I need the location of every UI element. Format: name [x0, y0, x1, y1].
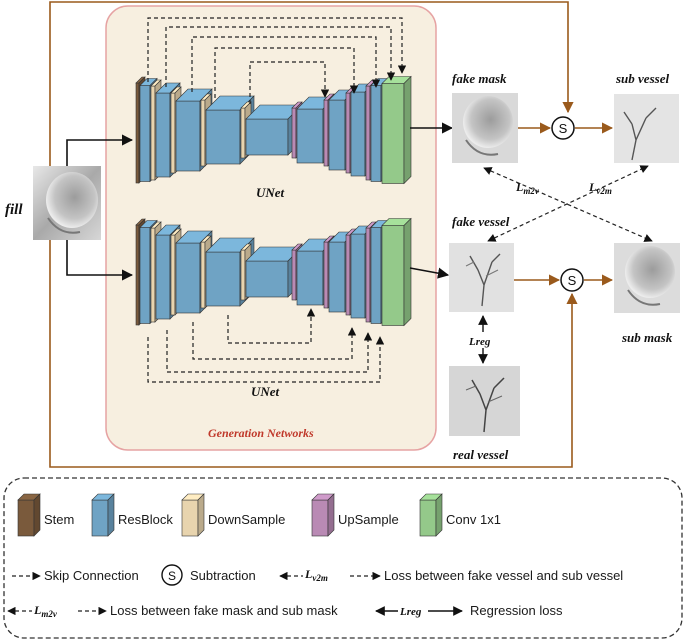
- unet-block-conv-18: [381, 75, 412, 185]
- legend-block-label-0: Stem: [44, 512, 74, 527]
- real-vessel-image: [449, 366, 520, 436]
- legend-lm2v-desc: Loss between fake mask and sub mask: [110, 603, 338, 618]
- fake-vessel-image: [449, 243, 514, 312]
- lm2v-label: Lm2v: [515, 180, 540, 196]
- sub-mask-image: [614, 243, 680, 313]
- legend-subtraction-label: Subtraction: [190, 568, 256, 583]
- feedback-line-top: [49, 1, 574, 166]
- fake-vessel-label: fake vessel: [452, 214, 510, 229]
- skip-connections-top: [147, 17, 407, 104]
- legend-subtraction-symbol: S: [168, 569, 176, 583]
- legend-swatch-3: [311, 493, 335, 537]
- fill-label: fill: [5, 202, 23, 218]
- subtraction-operator-bottom: [560, 268, 584, 292]
- sub-vessel-label: sub vessel: [615, 71, 669, 86]
- legend-box: [3, 477, 683, 639]
- legend-lv2m-desc: Loss between fake vessel and sub vessel: [384, 568, 623, 583]
- subtraction-symbol-top: S: [559, 121, 568, 136]
- legend-lv2m-symbol: Lv2m: [304, 567, 328, 583]
- legend-blocks: Stem ResBlock DownSample UpSample Conv 1x1: [17, 493, 501, 537]
- legend-lreg-symbol: Lreg: [399, 606, 422, 618]
- unet-block-conv-18: [381, 217, 412, 327]
- legend-block-label-4: Conv 1x1: [446, 512, 501, 527]
- legend-swatch-1: [91, 493, 115, 537]
- skip-connections-bottom: [147, 308, 385, 383]
- lv2m-arrow: [487, 165, 649, 242]
- feedback-line-bottom: [49, 240, 578, 468]
- unet-top-label: UNet: [256, 185, 285, 200]
- real-vessel-label: real vessel: [453, 447, 509, 462]
- fill-image: [33, 166, 101, 240]
- legend-block-label-2: DownSample: [208, 512, 285, 527]
- legend-skip-label: Skip Connection: [44, 568, 139, 583]
- subtraction-operator-top: [551, 116, 575, 140]
- legend-block-label-3: UpSample: [338, 512, 399, 527]
- lreg-label: Lreg: [468, 336, 491, 348]
- lm2v-arrow: [483, 167, 653, 242]
- unet-block-res-7: [205, 95, 255, 165]
- lv2m-label: Lv2m: [588, 180, 612, 196]
- fake-mask-label: fake mask: [452, 71, 507, 86]
- unet-bottom-output-arrow: [409, 267, 450, 279]
- unet-bottom-label: UNet: [251, 384, 280, 399]
- legend-lm2v-symbol: Lm2v: [33, 603, 58, 619]
- legend-swatch-0: [17, 493, 41, 537]
- subtraction-symbol-bottom: S: [568, 273, 577, 288]
- input-arrow-top: [66, 134, 134, 166]
- legend-swatch-4: [419, 493, 443, 537]
- input-arrow-bottom: [66, 240, 134, 281]
- unet-bottom: [135, 217, 412, 327]
- legend-swatch-2: [181, 493, 205, 537]
- legend-block-label-1: ResBlock: [118, 512, 173, 527]
- legend-lreg-desc: Regression loss: [470, 603, 563, 618]
- legend-subtraction-icon: [161, 564, 183, 586]
- sub-vessel-image: [614, 94, 679, 163]
- sub-mask-label: sub mask: [621, 330, 673, 345]
- generation-networks-label: Generation Networks: [208, 426, 314, 440]
- fake-mask-image: [452, 93, 518, 163]
